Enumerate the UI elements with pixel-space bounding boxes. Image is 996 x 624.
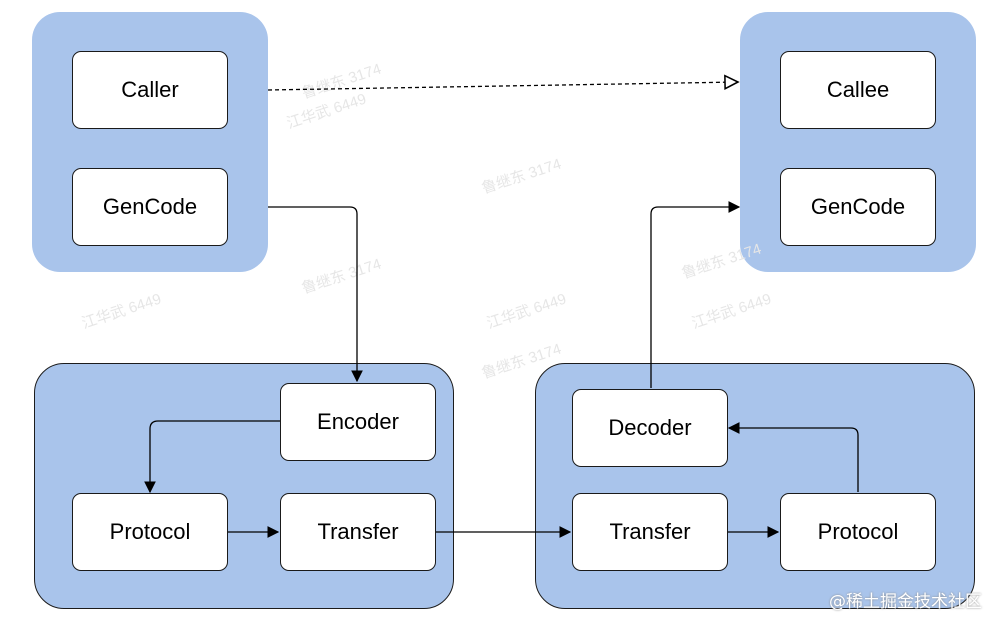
decoder-node[interactable]: Decoder <box>572 389 728 467</box>
client-protocol-node[interactable]: Protocol <box>72 493 228 571</box>
client-transfer-node[interactable]: Transfer <box>280 493 436 571</box>
footer-watermark: @稀土掘金技术社区 <box>829 592 982 612</box>
callee-node[interactable]: Callee <box>780 51 936 129</box>
callee-gencode-node[interactable]: GenCode <box>780 168 936 246</box>
edge-gencode-to-encoder <box>268 206 363 383</box>
server-protocol-node[interactable]: Protocol <box>780 493 936 571</box>
caller-gencode-node[interactable]: GenCode <box>72 168 228 246</box>
watermark-text: 鲁继东 3174 <box>479 155 564 198</box>
encoder-node[interactable]: Encoder <box>280 383 436 461</box>
caller-node[interactable]: Caller <box>72 51 228 129</box>
server-transfer-node[interactable]: Transfer <box>572 493 728 571</box>
watermark-text: 鲁继东 3174 <box>299 255 384 298</box>
watermark-text: 鲁继东 3174 <box>299 60 384 103</box>
edge-decoder-to-gencode <box>650 201 741 388</box>
watermark-text: 江华武 6449 <box>79 290 164 333</box>
edge-caller-to-callee <box>267 82 738 91</box>
watermark-text: 江华武 6449 <box>484 290 569 333</box>
watermark-text: 江华武 6449 <box>284 90 369 133</box>
watermark-text: 江华武 6449 <box>689 290 774 333</box>
